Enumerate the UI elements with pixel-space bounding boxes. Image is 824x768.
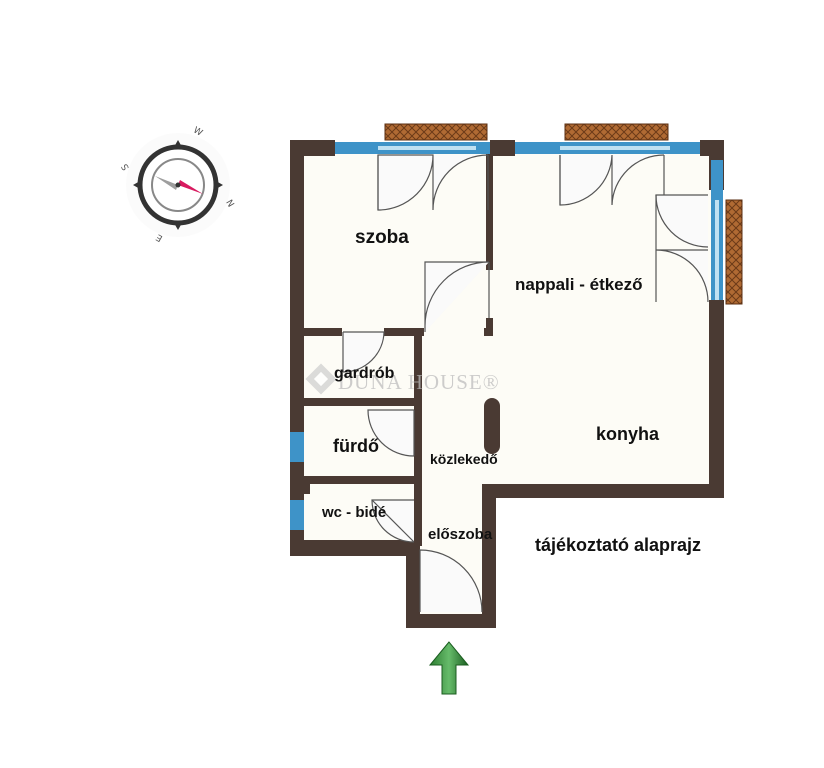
compass-letter-e: E <box>154 231 164 243</box>
entrance-arrow-icon <box>428 641 470 695</box>
shutter-szoba <box>384 123 488 141</box>
window-furdo <box>290 432 304 462</box>
door-szoba <box>424 261 490 332</box>
doors <box>342 154 709 613</box>
label-nappali: nappali - étkező <box>515 275 643 294</box>
door-szoba-window <box>377 154 489 211</box>
label-eloszoba: előszoba <box>428 526 493 543</box>
watermark: DUNA HOUSE® <box>305 363 500 395</box>
compass-icon: W N E S <box>120 126 235 243</box>
window-shutters <box>384 123 743 305</box>
door-gardrob <box>342 331 385 373</box>
compass-needle-south <box>155 176 178 190</box>
label-furdo: fürdő <box>333 436 379 456</box>
label-konyha: konyha <box>596 424 660 444</box>
compass-letter-n: N <box>223 198 235 209</box>
shutter-east <box>725 199 743 305</box>
plan-caption: tájékoztató alaprajz <box>535 535 701 555</box>
watermark-logo-icon <box>305 363 337 395</box>
window-wc <box>290 500 304 530</box>
windows <box>290 142 723 530</box>
watermark-text: DUNA HOUSE® <box>338 370 500 394</box>
shutter-nappali <box>564 123 669 141</box>
door-entrance <box>419 549 483 613</box>
compass-needle-north <box>178 180 203 194</box>
label-wc: wc - bidé <box>321 504 386 521</box>
door-nappali-window <box>559 154 665 206</box>
door-furdo <box>367 409 415 457</box>
room-labels: szoba nappali - étkező gardrób konyha fü… <box>321 227 660 543</box>
label-gardrob: gardrób <box>334 365 395 382</box>
walls <box>290 140 724 628</box>
compass-letter-s: S <box>120 161 132 171</box>
label-szoba: szoba <box>355 227 409 248</box>
label-kozlekedo: közlekedő <box>430 451 498 467</box>
